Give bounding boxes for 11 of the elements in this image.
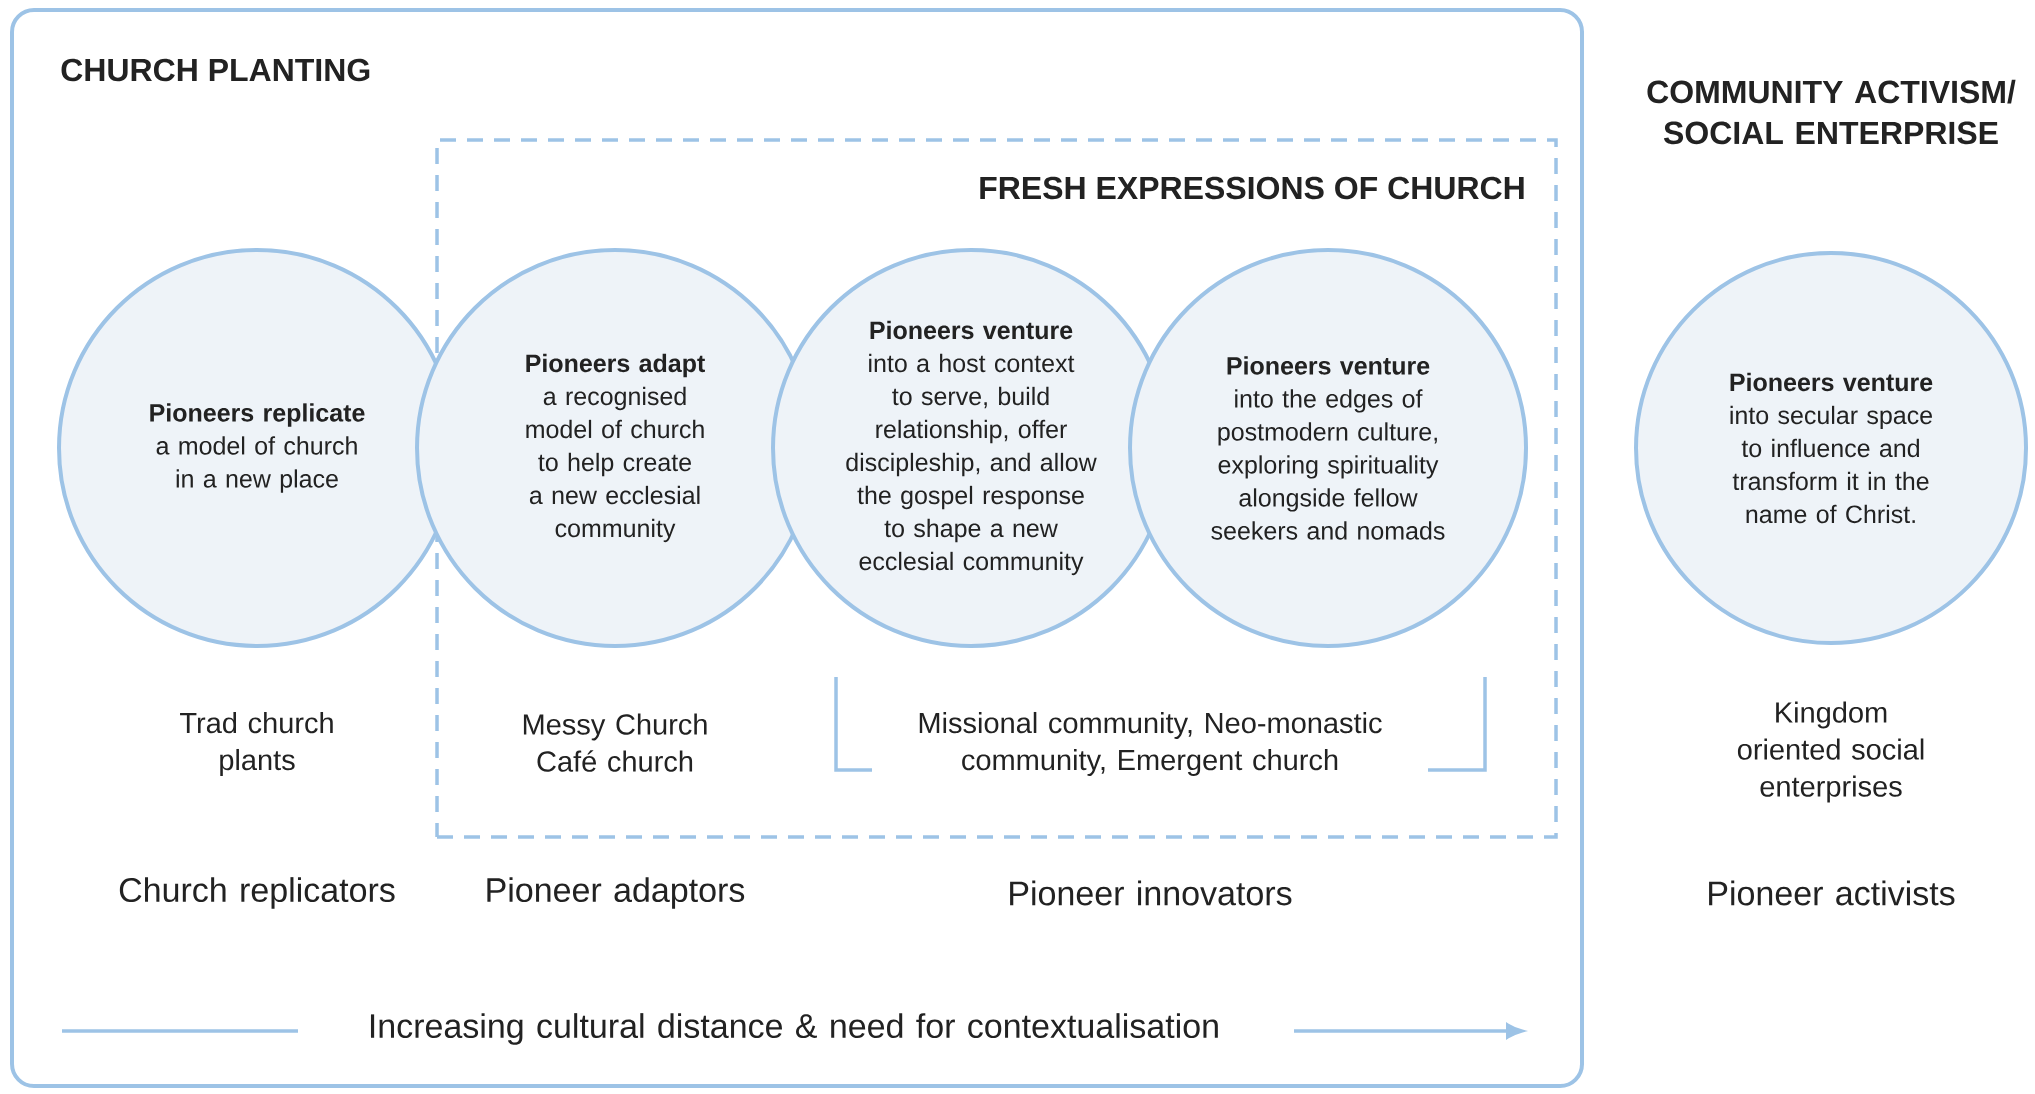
example-label: Café church xyxy=(537,750,693,772)
section-heading: COMMUNITY ACTIVISM/ SOCIAL ENTERPRISE xyxy=(1647,79,2016,145)
category-label: Pioneer innovators xyxy=(1010,880,1292,906)
category-label: Church replicators xyxy=(119,877,395,909)
example-label: Kingdom oriented social enterprises xyxy=(1737,701,1924,803)
category-label: Pioneer adaptors xyxy=(487,877,745,909)
example-label: Trad church plants xyxy=(180,711,333,776)
example-label: Missional community, Neo-monastic community, Emergent church xyxy=(919,711,1382,776)
axis-caption: Increasing cultural distance & need for contextualisation xyxy=(370,1013,1218,1045)
category-label: Pioneer activists xyxy=(1709,880,1955,906)
example-label: Messy Church xyxy=(523,713,707,741)
